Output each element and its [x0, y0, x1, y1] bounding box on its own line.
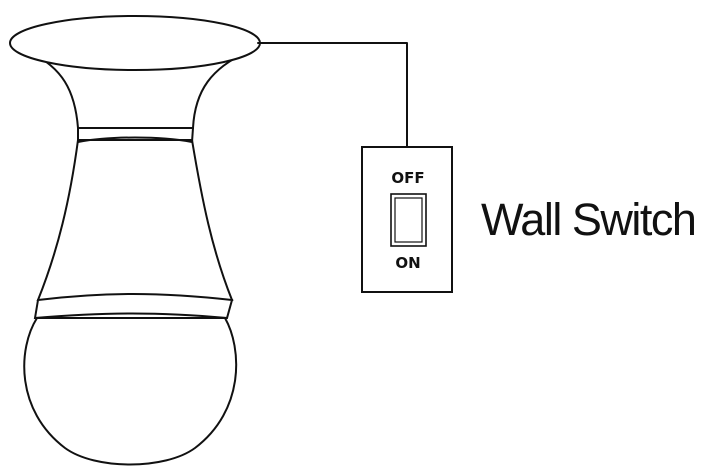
switch-off-label: OFF: [391, 169, 424, 187]
bulb-globe: [23, 317, 238, 466]
wall-switch-caption: Wall Switch: [481, 194, 695, 245]
switch-toggle: [390, 193, 427, 247]
switch-on-label: ON: [395, 254, 420, 272]
bulb-body: [36, 139, 234, 301]
switch-toggle-inner: [394, 197, 423, 243]
fixture-cone: [29, 51, 248, 129]
switch-plate: [361, 146, 453, 293]
light-bulb-icon: [9, 15, 261, 466]
bulb-ring: [33, 293, 234, 320]
wall-switch-icon: OFF ON: [361, 146, 453, 293]
wire: [257, 42, 408, 148]
ceiling-canopy: [9, 15, 261, 71]
